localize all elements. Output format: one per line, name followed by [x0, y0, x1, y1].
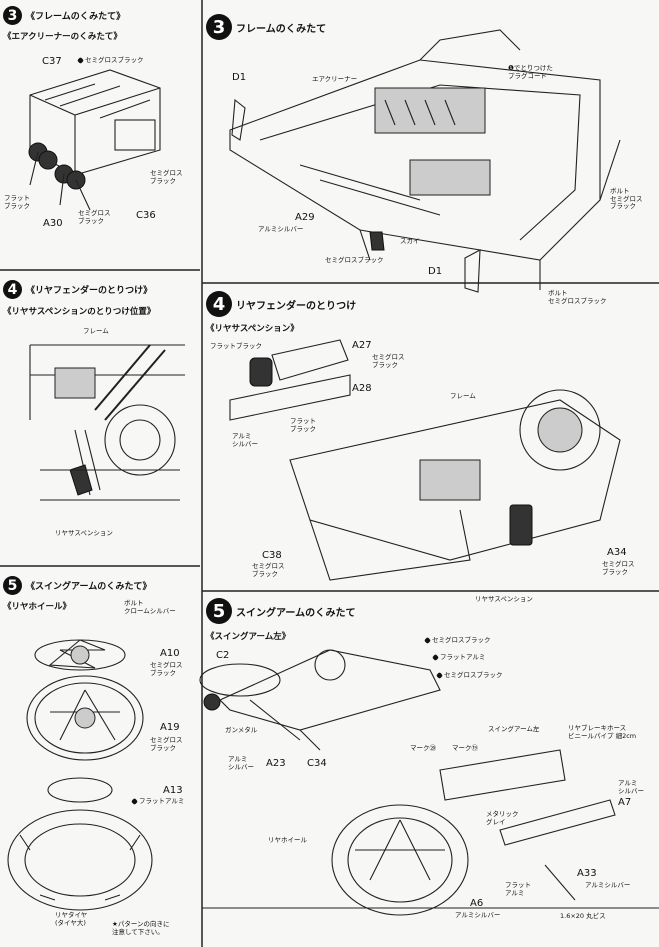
bolt-label: ボルト セミグロス ブラック [610, 187, 643, 210]
color-label: フラットアルミ [130, 797, 184, 806]
swing-arm-drawing [199, 649, 616, 916]
color-label: スカイ [400, 237, 420, 245]
swing-arm-left-label: スイングアーム左 [488, 725, 540, 733]
color-label: セミグロス ブラック [372, 353, 405, 369]
color-label: フラットアルミ [431, 653, 485, 662]
step-number: 5 [206, 598, 232, 624]
part-a7: A7 [618, 797, 632, 808]
plug-cord-label: ❶でとりつけた プラグコード [508, 64, 553, 80]
color-label: セミグロスブラック [325, 256, 384, 264]
step-number: 5 [3, 576, 22, 595]
step-4-left-header: 4 《リヤフェンダーのとりつけ》 [3, 280, 152, 299]
rear-suspension-subtitle: 《リヤサスペンション》 [206, 324, 299, 334]
color-label: セミグロスブラック [435, 671, 503, 680]
part-d1: D1 [428, 266, 443, 277]
part-a30: A30 [43, 218, 63, 229]
brake-hose-label: リヤブレーキホース ビニールパイプ 細2cm [568, 724, 637, 740]
tire-label: リヤタイヤ (タイヤ大) [55, 911, 88, 927]
color-label: セミグロス ブラック [150, 169, 183, 185]
color-label: セミグロスブラック [76, 56, 144, 65]
pattern-note: ★パターンの向きに 注意して下さい。 [112, 920, 170, 936]
color-label: アルミシルバー [585, 881, 631, 889]
color-label: メタリック グレイ [486, 810, 519, 826]
color-label: セミグロスブラック [423, 636, 491, 645]
color-label: アルミシルバー [455, 911, 501, 919]
part-c37: C37 [42, 56, 62, 67]
part-a23: A23 [266, 758, 286, 769]
color-label: セミグロス ブラック [150, 661, 183, 677]
air-cleaner-drawing [28, 69, 161, 211]
part-a6: A6 [470, 898, 484, 909]
rear-wheel-subtitle: 《リヤホイール》 [3, 602, 72, 612]
part-c36: C36 [136, 210, 156, 221]
color-label: ガンメタル [225, 726, 258, 734]
part-a27: A27 [352, 340, 372, 351]
step-number: 4 [3, 280, 22, 299]
part-c34: C34 [307, 758, 327, 769]
step-title: フレームのくみたて [236, 23, 327, 35]
part-c2: C2 [216, 650, 230, 661]
color-label: アルミ シルバー [618, 779, 644, 795]
color-label: セミグロス ブラック [602, 560, 635, 576]
step-5-left-header: 5 《スイングアームのくみたて》 [3, 576, 152, 595]
color-label: フラット ブラック [4, 194, 30, 210]
color-label: アルミ シルバー [228, 755, 254, 771]
mark-20-label: マーク⑳ [410, 744, 436, 752]
rear-suspension-position-subtitle: 《リヤサスペンションのとりつけ位置》 [3, 307, 156, 317]
screw-label: 1.6×20 丸ビス [560, 912, 606, 920]
step-5-right-header: 5 スイングアームのくみたて [206, 598, 356, 624]
part-a19: A19 [160, 722, 180, 733]
part-a13: A13 [163, 785, 183, 796]
part-a33: A33 [577, 868, 597, 879]
rear-wheel-label: リヤホイール [268, 836, 307, 844]
bolt-label: ボルト クロームシルバー [124, 599, 176, 615]
color-label: アルミ シルバー [232, 432, 258, 448]
rear-fender-drawing [229, 339, 621, 581]
rear-suspension-position-drawing [29, 344, 185, 501]
air-cleaner-subtitle: 《エアクリーナーのくみたて》 [3, 32, 122, 42]
color-label: アルミシルバー [258, 225, 304, 233]
step-number: 3 [206, 14, 232, 40]
color-label: フラット アルミ [505, 881, 531, 897]
swing-arm-left-subtitle: 《スイングアーム左》 [206, 632, 291, 642]
rear-wheel-explode-drawing [7, 639, 153, 911]
mark-19-label: マーク⑲ [452, 744, 478, 752]
step-title: 《リヤフェンダーのとりつけ》 [26, 286, 153, 296]
part-a29: A29 [295, 212, 315, 223]
part-c38: C38 [262, 550, 282, 561]
rear-suspension-label: リヤサスペンション [55, 529, 113, 537]
frame-drawing [229, 29, 621, 293]
color-label: セミグロス ブラック [252, 562, 285, 578]
part-d1: D1 [232, 72, 247, 83]
part-a10: A10 [160, 648, 180, 659]
part-a34: A34 [607, 547, 627, 558]
color-label: セミグロス ブラック [150, 736, 183, 752]
step-number: 4 [206, 291, 232, 317]
step-4-right-header: 4 リヤフェンダーのとりつけ [206, 291, 356, 317]
frame-label: フレーム [450, 392, 476, 400]
rear-suspension-label: リヤサスペンション [475, 595, 533, 603]
bolt-label: ボルト セミグロスブラック [548, 289, 607, 305]
part-a28: A28 [352, 383, 372, 394]
step-title: 《スイングアームのくみたて》 [26, 582, 152, 592]
step-3-right-header: 3 フレームのくみたて [206, 14, 326, 40]
color-label: フラットブラック [210, 342, 262, 350]
frame-label: フレーム [83, 327, 109, 335]
step-3-left-header: 3 《フレームのくみたて》 [3, 6, 125, 25]
step-number: 3 [3, 6, 22, 25]
air-cleaner-label: エアクリーナー [312, 75, 358, 83]
step-title: 《フレームのくみたて》 [26, 12, 126, 22]
color-label: フラット ブラック [290, 417, 316, 433]
step-title: リヤフェンダーのとりつけ [236, 300, 357, 312]
color-label: セミグロス ブラック [78, 209, 111, 225]
step-title: スイングアームのくみたて [236, 607, 356, 619]
